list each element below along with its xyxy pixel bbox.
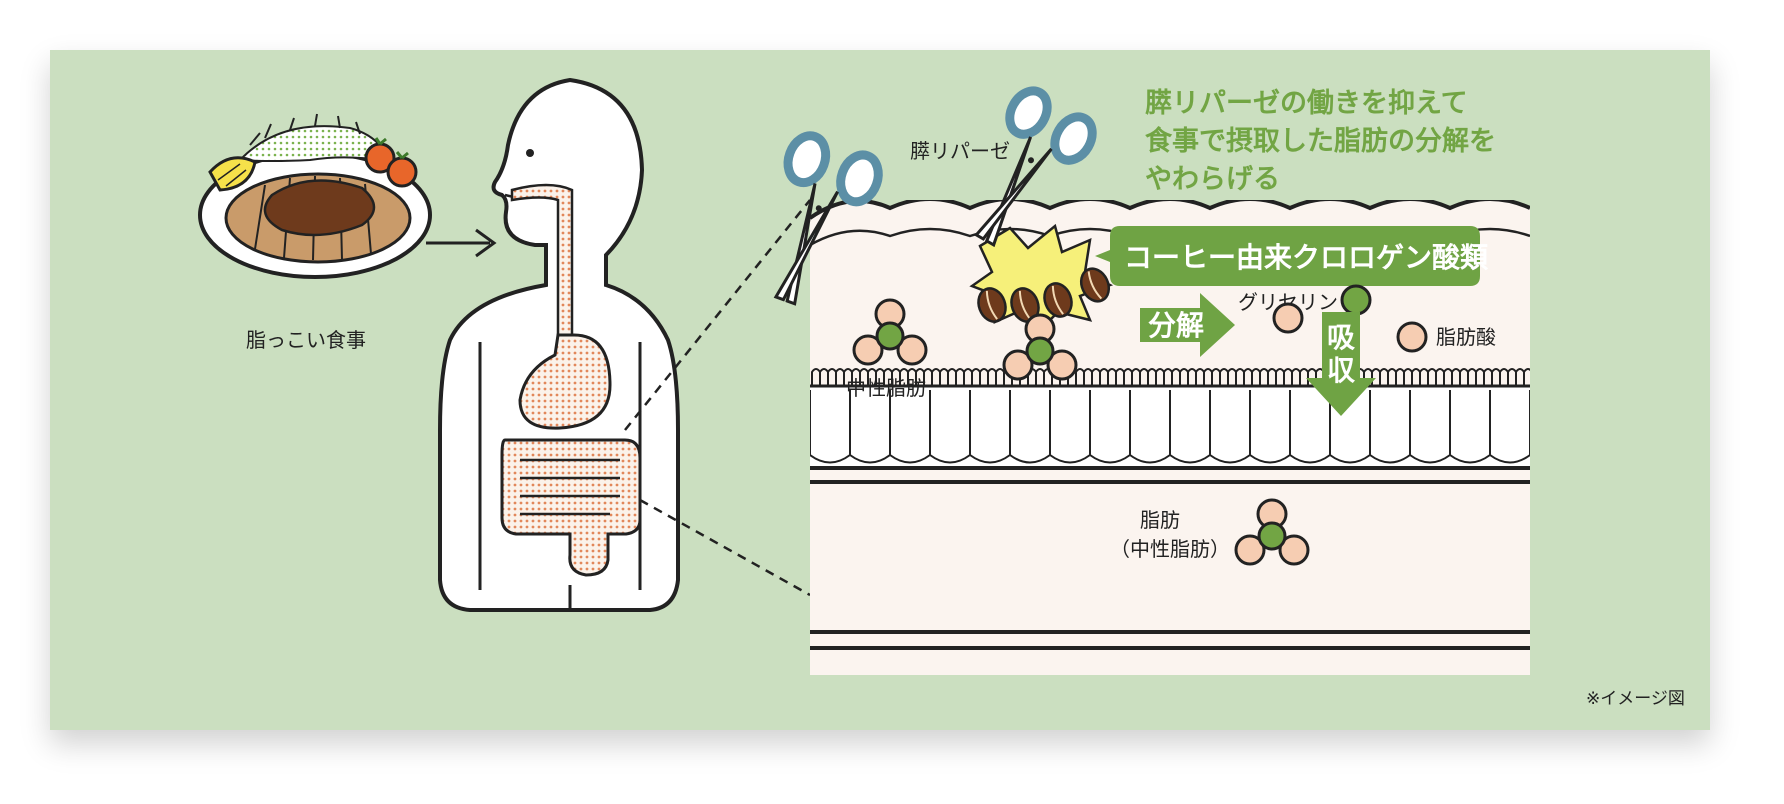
decompose-label: 分解 (1148, 309, 1204, 342)
fatty-acid-molecule (1272, 302, 1304, 334)
coffee-bean-icon (1079, 267, 1111, 303)
molecule-icon (852, 298, 928, 366)
coffee-bean-icon (1043, 282, 1073, 318)
food-plate-icon (198, 113, 432, 279)
diagram-panel: 脂っこい食事 (50, 50, 1710, 730)
coffee-bean-icon (977, 287, 1007, 323)
diagram-canvas: 脂っこい食事 (198, 77, 1685, 709)
scissors-icon (974, 86, 1097, 248)
glycerin-molecule (1340, 284, 1372, 316)
headline-line-1: 膵リパーゼの働きを抑えて (1145, 88, 1468, 119)
headline-line-2: 食事で摂取した脂肪の分解を (1145, 125, 1496, 157)
chlorogenic-label: コーヒー由来クロロゲン酸類 (1124, 241, 1489, 274)
image-note: ※イメージ図 (1586, 689, 1685, 709)
fat-label: 脂肪 (1140, 508, 1180, 532)
molecule-icon (1002, 313, 1078, 381)
zoom-line-bottom (639, 498, 811, 597)
absorb-label-1: 吸 (1327, 321, 1355, 354)
scissors-icon (773, 131, 883, 306)
chlorogenic-banner: コーヒー由来クロロゲン酸類 (1095, 226, 1489, 286)
down-arrow-icon: 吸 収 (1306, 312, 1376, 416)
fatty-acid-label: 脂肪酸 (1436, 325, 1496, 349)
decompose-arrow: 分解 (1140, 293, 1235, 357)
fat-paren-label: （中性脂肪） (1110, 537, 1230, 561)
molecule-icon (1234, 498, 1310, 566)
arrow-right-icon (426, 228, 497, 258)
headline-line-3: やわらげる (1145, 164, 1280, 195)
neutral-fat-label: 中性脂肪 (846, 376, 926, 400)
fatty-acid-molecule (1396, 321, 1428, 353)
food-label: 脂っこい食事 (246, 328, 366, 352)
human-body-icon (438, 77, 680, 612)
coffee-bean-group (977, 267, 1111, 323)
absorb-label-2: 収 (1327, 354, 1356, 387)
lipase-label: 膵リパーゼ (910, 139, 1010, 163)
zoom-line-top (624, 199, 811, 431)
